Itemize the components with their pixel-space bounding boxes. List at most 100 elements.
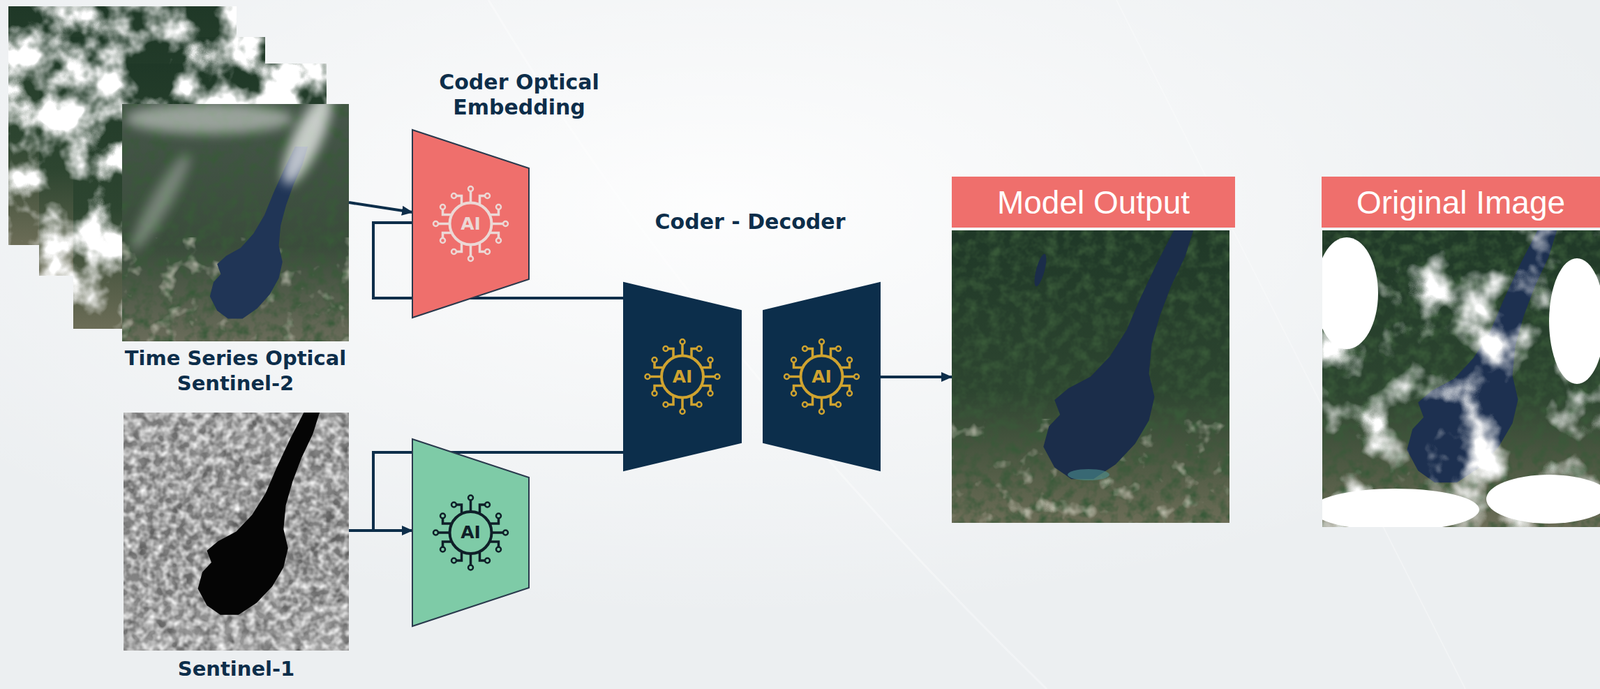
heading-text: Coder Optical Embedding	[438, 69, 600, 121]
ai-icon	[433, 204, 451, 243]
model-output-image	[1032, 252, 1049, 287]
ai-icon	[697, 401, 702, 407]
ai-icon	[802, 339, 841, 357]
ai-icon	[503, 221, 508, 227]
ai-icon	[819, 339, 825, 345]
connector-arrow	[348, 202, 413, 213]
model-output-image	[1067, 468, 1110, 481]
ai-icon	[835, 401, 841, 407]
optical-embedding-coder: Coder Optical EmbeddingAI	[412, 129, 529, 318]
trapezoid-shape	[763, 282, 880, 471]
ai-icon	[702, 357, 721, 396]
ai-icon	[854, 374, 859, 379]
trapezoid-shape	[412, 438, 529, 626]
optical-image-front	[122, 103, 349, 342]
ai-icon	[440, 513, 446, 519]
ai-icon	[784, 374, 790, 379]
model-output-image	[951, 230, 1230, 523]
header-text: Model Output	[997, 184, 1190, 221]
ai-icon	[680, 408, 686, 414]
ai-icon	[440, 237, 446, 243]
model-output-image	[951, 230, 1230, 523]
header-bar: Original Image	[1321, 176, 1600, 228]
ai-icon	[661, 355, 704, 398]
ai-icon	[433, 530, 439, 536]
original-image	[1322, 230, 1600, 527]
ai-icon	[484, 249, 490, 254]
ai-icon	[808, 344, 836, 357]
radar-image	[123, 412, 349, 651]
ai-icon	[468, 186, 474, 192]
radar-embedding-coder: AI	[412, 438, 529, 626]
ai-icon	[468, 495, 474, 501]
model-output-panel: Model Output	[951, 176, 1236, 523]
ai-icon	[451, 502, 457, 508]
radar-input: Sentinel-1	[123, 412, 349, 651]
ai-icon	[491, 204, 509, 243]
optical-time-series: Time Series Optical Sentinel-2	[122, 103, 349, 342]
ai-icon	[451, 244, 490, 262]
ai-icon	[847, 390, 852, 396]
encoder-trapezoid: AI	[623, 282, 742, 471]
ai-icon	[652, 390, 658, 396]
ai-icon	[457, 500, 485, 513]
ai-icon	[802, 346, 808, 351]
original-image	[1549, 258, 1600, 384]
ai-icon	[450, 203, 492, 245]
ai-icon	[808, 397, 836, 409]
image-caption: Sentinel-1	[90, 655, 384, 682]
ai-icon	[496, 237, 502, 243]
caption-text: Time Series Optical Sentinel-2	[89, 345, 383, 396]
radar-image	[198, 412, 320, 615]
ai-icon	[451, 249, 457, 254]
ai-icon	[715, 374, 721, 379]
radar-image	[123, 412, 349, 651]
ai-icon	[457, 244, 485, 257]
ai-icon	[842, 362, 855, 391]
trapezoid-shape	[623, 282, 742, 471]
ai-icon	[433, 221, 439, 227]
ai-icon	[663, 346, 669, 351]
header-bar: Model Output	[951, 176, 1236, 228]
ai-icon-text: AI	[460, 522, 481, 543]
radar-image	[123, 412, 349, 651]
ai-icon	[450, 511, 492, 554]
ai-icon	[457, 191, 485, 204]
ai-icon	[791, 390, 797, 396]
original-image	[1322, 237, 1379, 349]
ai-icon	[491, 210, 504, 238]
ai-icon	[451, 552, 490, 571]
section-label: Coder - Decoder	[655, 209, 846, 235]
coder-heading: Coder Optical Embedding	[438, 69, 600, 121]
ai-icon	[484, 558, 490, 564]
ai-icon-text: AI	[460, 214, 481, 234]
caption-text: Sentinel-1	[90, 655, 384, 682]
ai-icon	[697, 346, 702, 351]
ai-icon	[708, 357, 714, 363]
connector-arrow	[879, 375, 952, 379]
model-output-image	[951, 230, 1230, 523]
ai-icon	[503, 530, 508, 536]
ai-icon	[496, 513, 502, 519]
ai-icon	[496, 547, 502, 552]
ai-icon	[802, 401, 808, 407]
ai-icon	[802, 397, 841, 415]
ai-icon	[847, 357, 852, 363]
ai-icon	[789, 362, 802, 391]
ai-icon	[791, 357, 797, 363]
ai-icon	[451, 558, 457, 564]
ai-icon	[652, 357, 658, 363]
ai-icon	[484, 502, 490, 508]
ai-icon	[801, 355, 843, 398]
original-image-panel: Original Image	[1321, 176, 1600, 527]
ai-icon	[645, 357, 663, 396]
ai-icon	[438, 210, 451, 238]
ai-icon	[702, 362, 715, 391]
ai-icon	[496, 204, 502, 210]
ai-icon-text: AI	[811, 367, 832, 387]
optical-image-front	[124, 149, 197, 257]
ai-icon	[451, 193, 457, 199]
